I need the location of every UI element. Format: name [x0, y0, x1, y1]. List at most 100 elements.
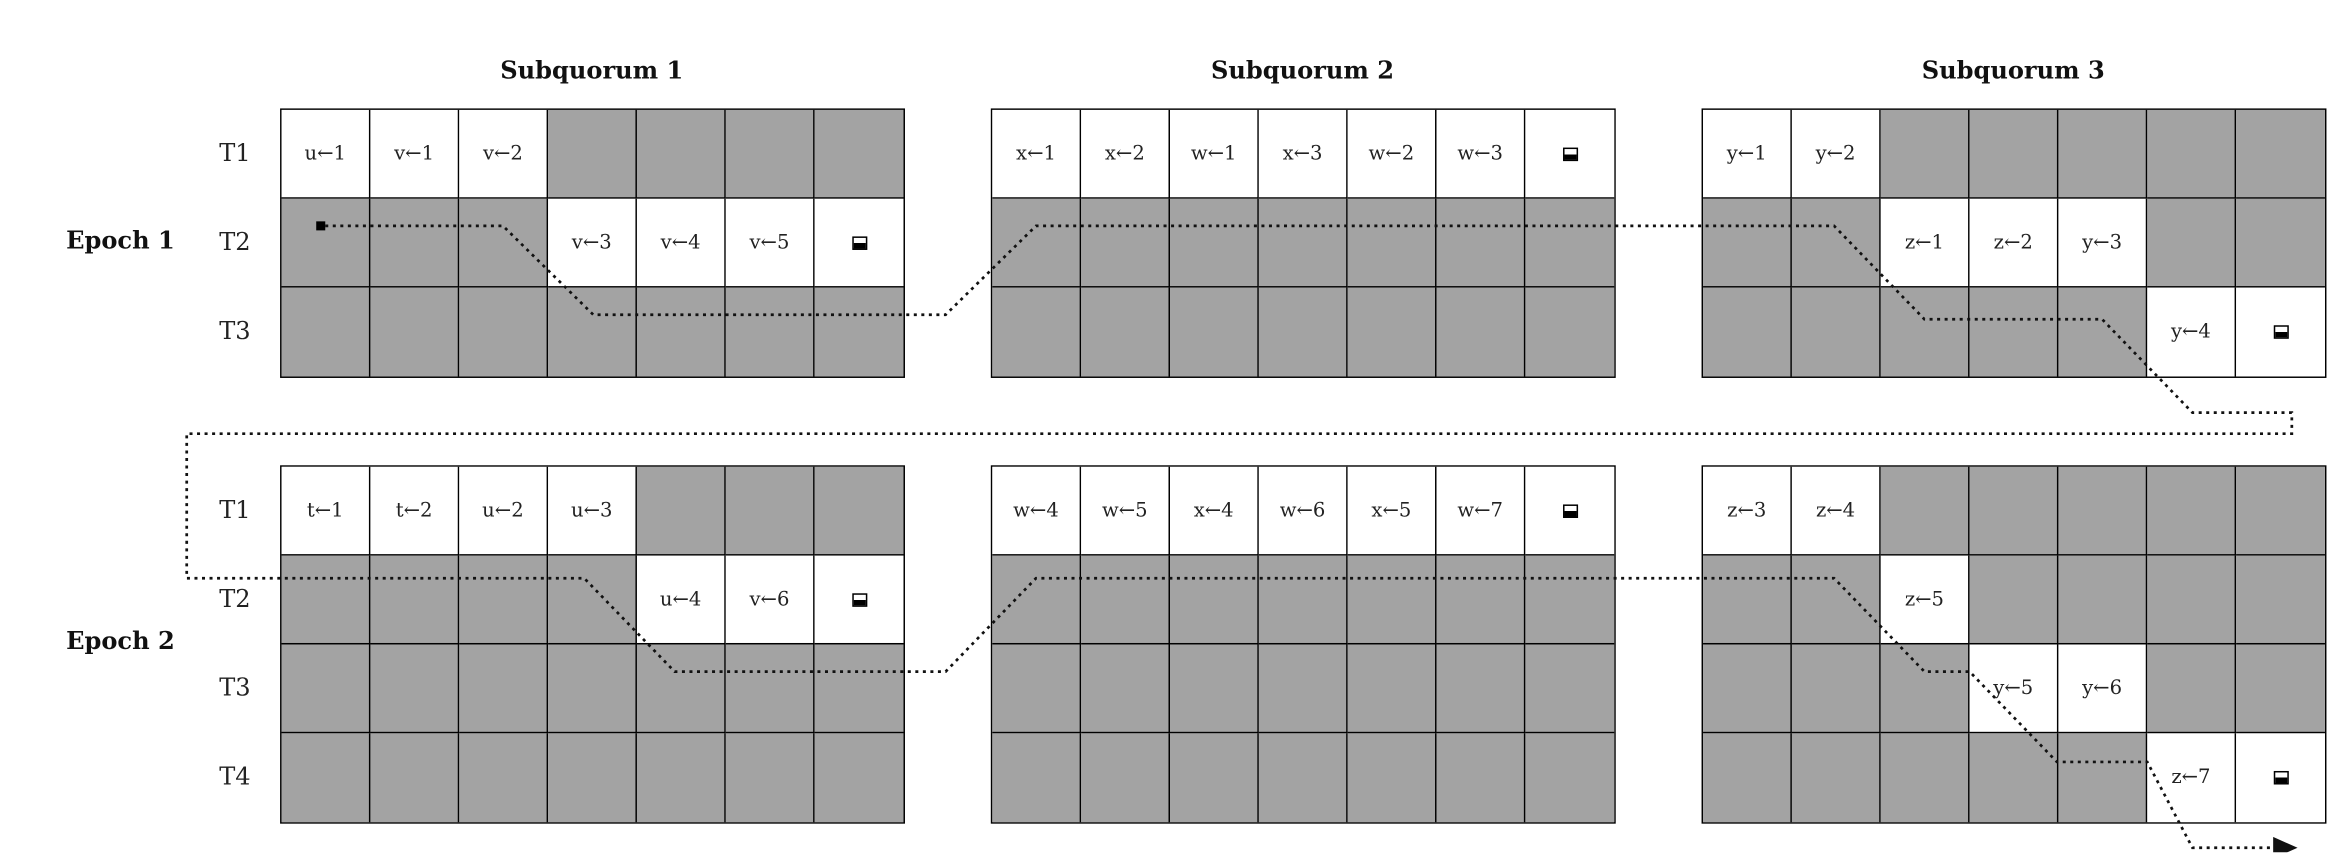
operation-cell: u←3: [548, 466, 637, 556]
operation-cell: y←2: [1791, 109, 1881, 199]
idle-cell: [1081, 644, 1171, 734]
idle-cell: [1969, 287, 2059, 377]
idle-cell: [1436, 287, 1526, 377]
idle-cell: [814, 644, 904, 734]
operation-cell: w←4: [992, 466, 1082, 556]
idle-cell: [1969, 109, 2059, 199]
operation-cell: v←5: [725, 198, 815, 288]
operation-cell: x←2: [1081, 109, 1171, 199]
idle-cell: [2147, 644, 2237, 734]
idle-cell: [725, 109, 815, 199]
idle-cell: [1791, 733, 1881, 823]
operation-cell: v←3: [548, 198, 637, 288]
idle-cell: [1703, 287, 1792, 377]
idle-cell: [1703, 644, 1792, 734]
thread-label-e2-t1: T1: [219, 494, 251, 524]
thread-label-e2-t2: T2: [219, 583, 251, 613]
operation-cell: x←5: [1347, 466, 1437, 556]
idle-cell: [1880, 287, 1970, 377]
idle-cell: [725, 466, 815, 556]
idle-cell: [992, 733, 1082, 823]
idle-cell: [636, 733, 726, 823]
thread-label-e1-t1: T1: [219, 137, 251, 167]
idle-cell: [1347, 555, 1437, 645]
operation-cell: y←4: [2147, 287, 2237, 377]
thread-label-e1-t2: T2: [219, 226, 251, 256]
idle-cell: [992, 644, 1082, 734]
operation-cell: u←2: [459, 466, 549, 556]
idle-cell: [1258, 198, 1348, 288]
idle-cell: [1258, 733, 1348, 823]
commit-cell: [814, 198, 904, 288]
operation-cell: v←2: [459, 109, 549, 199]
commit-cell: [814, 555, 904, 645]
idle-cell: [1170, 555, 1259, 645]
operation-cell: z←3: [1703, 466, 1792, 556]
idle-cell: [1258, 555, 1348, 645]
idle-cell: [1170, 733, 1259, 823]
idle-cell: [2236, 644, 2325, 734]
idle-cell: [636, 466, 726, 556]
idle-cell: [1258, 644, 1348, 734]
idle-cell: [992, 198, 1082, 288]
idle-cell: [459, 644, 549, 734]
idle-cell: [1791, 644, 1881, 734]
operation-cell: w←7: [1436, 466, 1526, 556]
idle-cell: [2147, 198, 2237, 288]
commit-marker-icon: [2273, 770, 2289, 785]
commit-marker-icon: [851, 235, 867, 250]
idle-cell: [1791, 198, 1881, 288]
thread-label-e2-t3: T3: [219, 672, 251, 701]
path-start-marker: [316, 221, 326, 231]
idle-cell: [2147, 466, 2237, 556]
idle-cell: [814, 466, 904, 556]
idle-cell: [1347, 733, 1437, 823]
operation-cell: w←5: [1081, 466, 1171, 556]
idle-cell: [1969, 733, 2059, 823]
operation-cell: z←7: [2147, 733, 2237, 823]
idle-cell: [1791, 287, 1881, 377]
idle-cell: [814, 109, 904, 199]
idle-cell: [1170, 644, 1259, 734]
idle-cell: [1880, 733, 1970, 823]
idle-cell: [1703, 198, 1792, 288]
idle-cell: [459, 555, 549, 645]
idle-cell: [992, 287, 1082, 377]
idle-cell: [459, 287, 549, 377]
idle-cell: [2058, 109, 2148, 199]
idle-cell: [370, 555, 460, 645]
operation-cell: x←4: [1170, 466, 1259, 556]
operation-cell: w←6: [1258, 466, 1348, 556]
idle-cell: [1436, 733, 1526, 823]
idle-cell: [548, 733, 637, 823]
idle-cell: [1347, 287, 1437, 377]
operation-cell: z←5: [1880, 555, 1970, 645]
idle-cell: [370, 198, 460, 288]
idle-cell: [2058, 733, 2148, 823]
idle-cell: [370, 644, 460, 734]
idle-cell: [2147, 109, 2237, 199]
idle-cell: [2058, 555, 2148, 645]
idle-cell: [1436, 644, 1526, 734]
idle-cell: [1880, 644, 1970, 734]
commit-cell: [1525, 109, 1615, 199]
operation-cell: y←3: [2058, 198, 2148, 288]
idle-cell: [281, 644, 371, 734]
operation-cell: x←3: [1258, 109, 1348, 199]
idle-cell: [1525, 644, 1615, 734]
idle-cell: [1436, 198, 1526, 288]
idle-cell: [2236, 466, 2325, 556]
operation-cell: z←2: [1969, 198, 2059, 288]
idle-cell: [1347, 644, 1437, 734]
idle-cell: [725, 287, 815, 377]
idle-cell: [725, 644, 815, 734]
operation-cell: t←1: [281, 466, 371, 556]
idle-cell: [548, 109, 637, 199]
idle-cell: [1081, 555, 1171, 645]
thread-label-e2-t4: T4: [219, 761, 251, 790]
idle-cell: [1081, 198, 1171, 288]
